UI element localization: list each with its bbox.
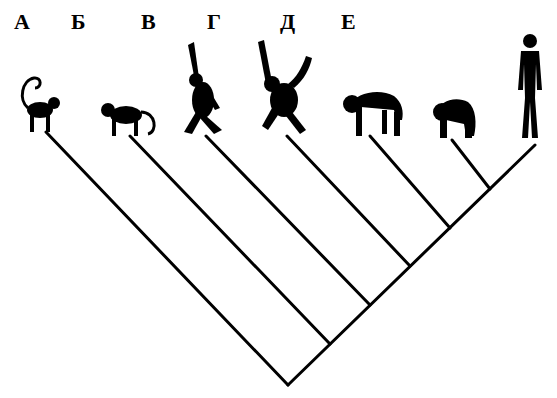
clade-letter: А [14,11,30,33]
clade-letter: Б [71,11,86,33]
monkey-silhouette [101,103,154,136]
gibbon-silhouette [184,42,222,134]
clade-letter: В [141,11,156,33]
orangutan-silhouette [258,40,312,134]
human-silhouette [518,34,542,138]
gorilla-silhouette [433,99,476,138]
clade-letter: Д [280,11,295,33]
tree-lines [46,132,535,385]
chimpanzee-silhouette [343,92,403,136]
primate-silhouettes [22,34,542,138]
monkey-silhouette [22,78,60,132]
clade-letter: Е [341,11,356,33]
clade-letter: Г [207,11,221,33]
